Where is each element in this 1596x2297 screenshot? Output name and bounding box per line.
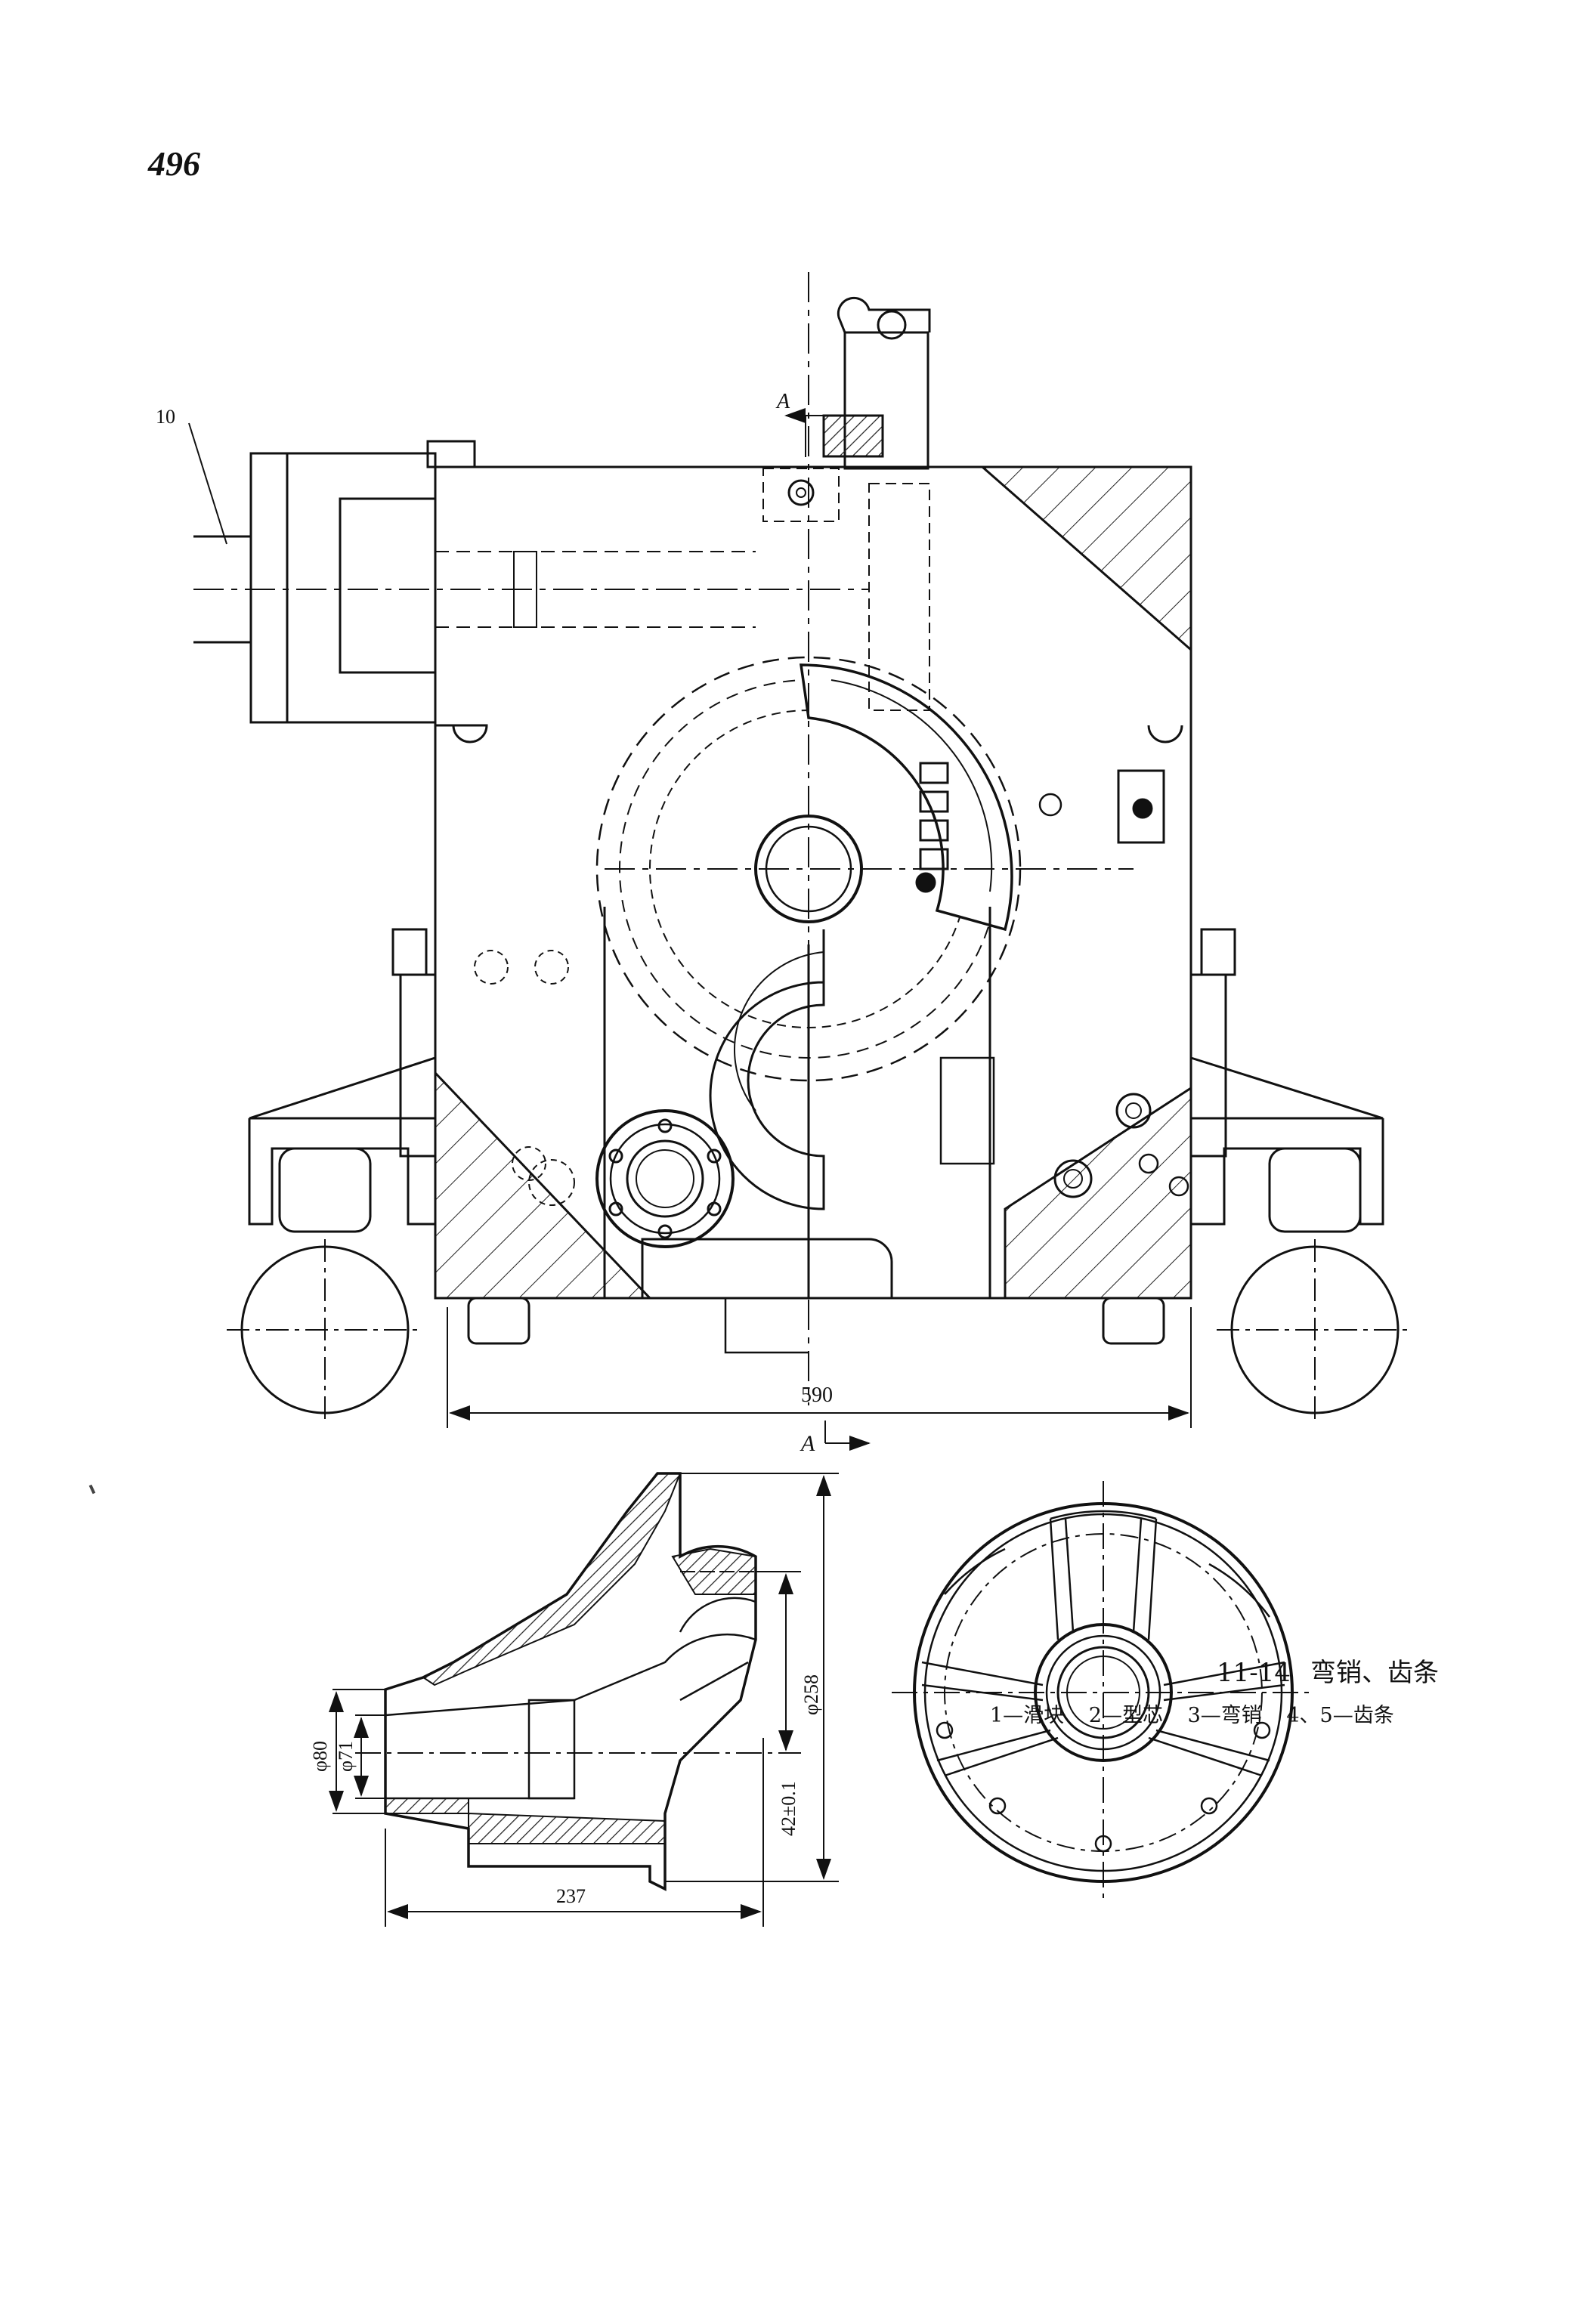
slider-block: [249, 452, 437, 724]
figure-title: 弯销、齿条: [1310, 1658, 1440, 1688]
leader-label-10: 10: [156, 406, 175, 428]
dimension-237: 237: [556, 1885, 586, 1907]
right-support-assembly: [1189, 928, 1413, 1421]
rack-teeth: [915, 762, 949, 893]
legend-item: 1—滑块: [990, 1704, 1065, 1727]
figure-legend: 1—滑块 2—型芯 3—弯销 4、5—齿条: [990, 1699, 1412, 1728]
dimension-phi80: φ80: [309, 1741, 331, 1772]
dimension-590: 590: [801, 1383, 833, 1407]
lifter-pin: [843, 331, 929, 470]
dimension-42: 42±0.1: [778, 1781, 800, 1836]
horseshoe-core: [709, 929, 825, 1210]
end-view-ribs: [921, 1510, 1285, 1777]
bent-pin-arc: [799, 663, 1013, 932]
mold-foot-left: [467, 1297, 530, 1345]
hatched-block-bottom-left: [434, 1070, 653, 1300]
legend-item: 4、5—齿条: [1286, 1704, 1394, 1727]
legend-item: 2—型芯: [1088, 1704, 1163, 1727]
hatched-block-top-right: [979, 465, 1192, 653]
page-number: 496: [148, 144, 200, 183]
figure-number: 11-14: [1217, 1658, 1291, 1688]
mold-foot-right: [1102, 1297, 1165, 1345]
figure-caption-title: 11-14 弯销、齿条: [1217, 1652, 1458, 1689]
part-end-view: [892, 1481, 1315, 1904]
bottom-flange: [595, 1109, 735, 1248]
legend-item: 3—弯销: [1187, 1704, 1262, 1727]
mold-body-outline: [434, 465, 1192, 1300]
hatched-block-bottom-right: [1004, 1086, 1192, 1300]
section-mark-top: A: [775, 390, 790, 413]
part-section-view: φ80 φ71 φ258 42±0.1 237: [309, 1472, 839, 1927]
leader-line-10: [188, 422, 227, 545]
dimension-phi258: φ258: [800, 1674, 822, 1715]
left-support-assembly: [227, 928, 437, 1421]
dimension-phi71: φ71: [335, 1741, 357, 1772]
mold-assembly-view: A: [156, 272, 1413, 1456]
section-mark-bottom: A: [800, 1431, 815, 1456]
